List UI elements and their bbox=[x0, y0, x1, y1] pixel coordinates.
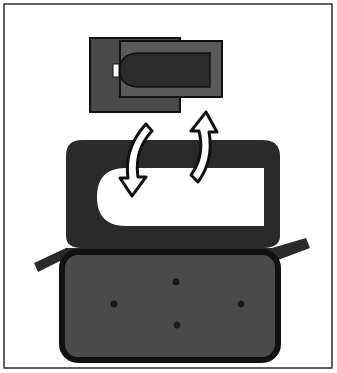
rivet-right bbox=[237, 300, 245, 308]
rivet-left bbox=[110, 300, 118, 308]
clip-slot bbox=[119, 52, 211, 88]
base-block bbox=[59, 249, 281, 363]
arrow-up-icon bbox=[189, 110, 219, 184]
clip-slot-highlight bbox=[112, 63, 120, 78]
rivet-top bbox=[172, 278, 180, 286]
arrow-down-icon bbox=[118, 122, 154, 198]
holder-frame bbox=[66, 140, 280, 248]
rivet-bottom bbox=[173, 321, 181, 329]
